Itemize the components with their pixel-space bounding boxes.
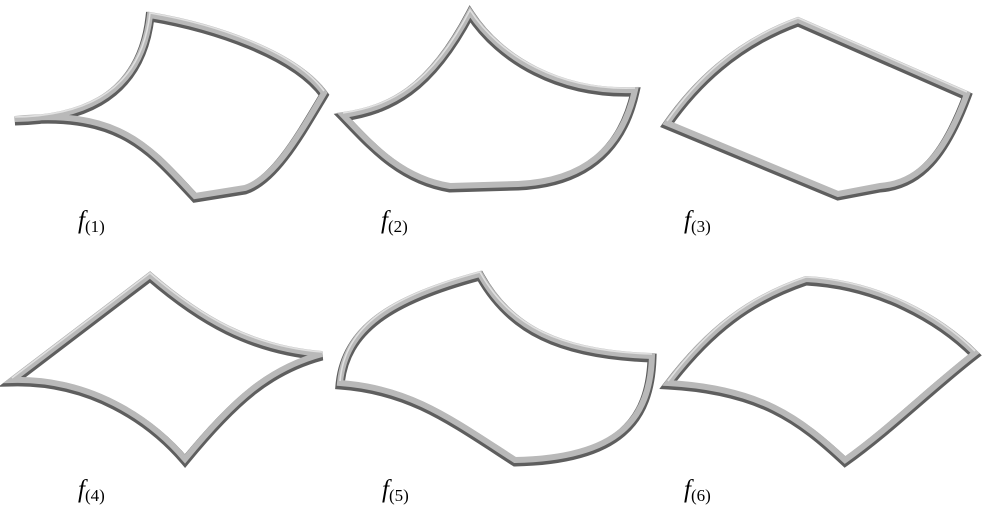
label-f2-index: (2) — [387, 217, 408, 236]
frame-f6 — [659, 275, 982, 468]
frame-f1 — [14, 11, 330, 203]
label-f2-symbol: f — [381, 207, 388, 234]
label-f6-symbol: f — [684, 476, 691, 503]
label-f5-symbol: f — [382, 476, 389, 503]
label-f1: f(1) — [78, 207, 105, 236]
label-f5-index: (5) — [388, 486, 409, 505]
label-f5: f(5) — [382, 476, 409, 505]
label-f4-index: (4) — [84, 486, 105, 505]
label-f3-symbol: f — [684, 207, 691, 234]
label-f3: f(3) — [684, 207, 711, 236]
label-f4-symbol: f — [78, 476, 85, 503]
frame-f2 — [333, 5, 641, 193]
frame-f4 — [0, 271, 324, 469]
label-f3-index: (3) — [690, 217, 711, 236]
frame-f5 — [335, 270, 657, 467]
label-f6-index: (6) — [690, 486, 711, 505]
frame-f3 — [660, 16, 973, 201]
label-f1-index: (1) — [84, 217, 105, 236]
label-f4: f(4) — [78, 476, 105, 505]
label-f6: f(6) — [684, 476, 711, 505]
label-f2: f(2) — [381, 207, 408, 236]
label-f1-symbol: f — [78, 207, 85, 234]
